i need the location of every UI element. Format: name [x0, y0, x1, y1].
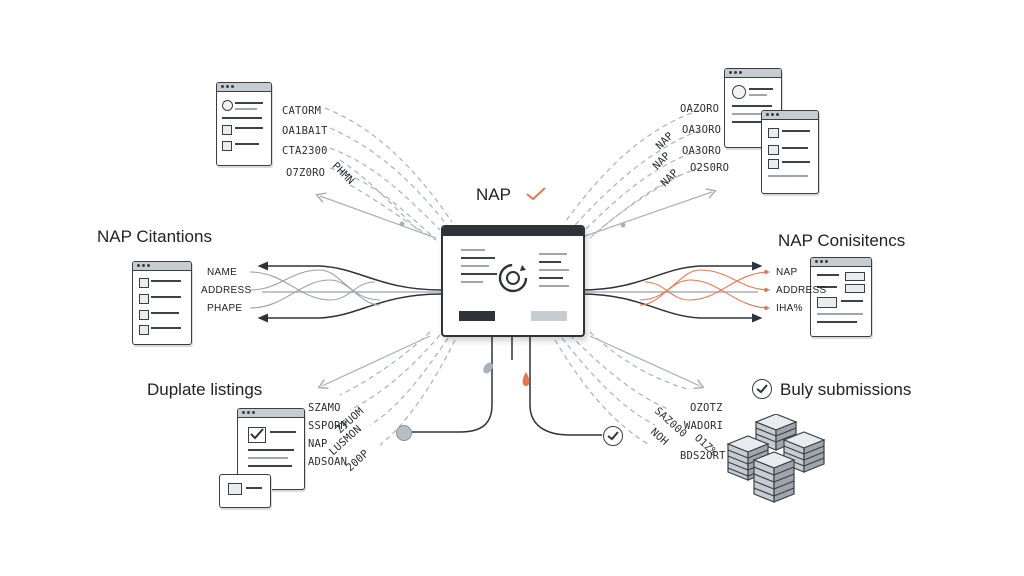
top-right-document-icon-2 — [761, 110, 819, 194]
server-stack-icon — [726, 414, 826, 503]
hub-secondary-button[interactable] — [531, 311, 567, 321]
code-text: SZAMO — [308, 402, 341, 414]
code-text: SSPORM — [308, 420, 348, 432]
bulk-submissions-heading: Buly submissions — [752, 379, 911, 400]
field-label-address: ADDRESS — [201, 285, 252, 296]
checkmark-icon — [526, 187, 547, 201]
code-text: BDS2ORT — [680, 450, 726, 462]
grey-node-icon — [396, 425, 412, 441]
field-label-iha: IHA% — [776, 303, 803, 314]
check-circle-icon — [752, 379, 772, 399]
consistency-document-icon — [810, 257, 872, 337]
field-label-address: ADDRESS — [776, 285, 827, 296]
code-text: ADSOAN — [308, 456, 348, 468]
code-text: OZOTZ — [690, 402, 723, 414]
code-text: OAZORO — [680, 103, 720, 115]
nap-citations-heading: NAP Citantions — [97, 227, 212, 246]
code-text: O2S0RO — [690, 162, 730, 174]
hub-title-bar — [443, 227, 583, 236]
code-text: O7Z0RO — [286, 167, 326, 179]
top-left-document-icon — [216, 82, 272, 166]
nap-consistency-heading: NAP Conisitencs — [778, 231, 906, 250]
checkmark-icon — [250, 428, 264, 440]
code-text: WADORI — [684, 420, 724, 432]
code-text: CATORM — [282, 105, 322, 117]
field-label-name: NAME — [207, 267, 238, 278]
nap-heading: NAP — [476, 185, 547, 205]
check-circle-icon — [603, 426, 623, 446]
duplicate-listing-card-icon — [219, 474, 271, 508]
citations-document-icon — [132, 261, 192, 345]
duplicate-listings-heading: Duplate listings — [147, 380, 263, 399]
code-text: OA3ORO — [682, 145, 722, 157]
field-label-nap: NAP — [776, 267, 798, 278]
central-hub-window — [441, 225, 585, 337]
code-text: OA3ORO — [682, 124, 722, 136]
code-text: CTA2300 — [282, 145, 328, 157]
code-text: OA1BA1T — [282, 125, 328, 137]
refresh-icon — [498, 263, 528, 293]
hub-primary-button[interactable] — [459, 311, 495, 321]
field-label-phone: PHAPE — [207, 303, 243, 314]
code-text: NAP — [308, 438, 328, 450]
